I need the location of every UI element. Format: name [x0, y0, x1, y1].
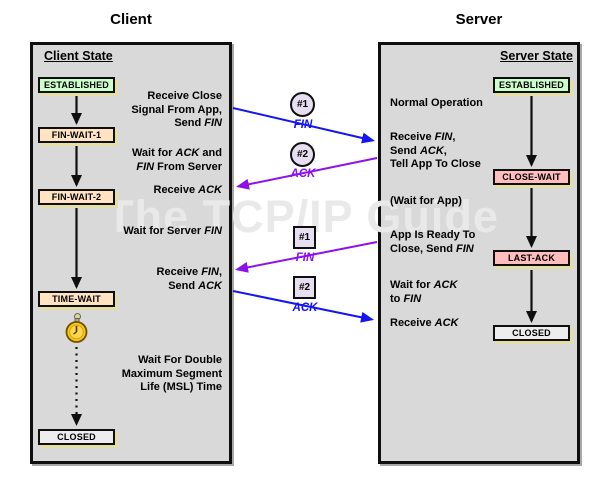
- client-note-receive-fin: Receive FIN,Send ACK: [156, 266, 222, 292]
- state-established-server: ESTABLISHED: [493, 77, 570, 93]
- server-note-wait-for-app: (Wait for App): [390, 195, 462, 207]
- server-title: Server: [455, 11, 503, 28]
- server-note-receive-ack: Receive ACK: [390, 317, 459, 329]
- client-note-wait-server-fin: Wait for Server FIN: [123, 225, 222, 237]
- client-state-header: Client State: [44, 49, 113, 63]
- server-state-header: Server State: [500, 49, 573, 63]
- fin-label-1: FIN: [293, 119, 313, 131]
- state-closed-client: CLOSED: [38, 429, 115, 445]
- segment-1-circle-badge: #1: [290, 92, 315, 117]
- state-fin-wait-2: FIN-WAIT-2: [38, 189, 115, 205]
- segment-1-square-badge: #1: [293, 226, 316, 249]
- segment-2-circle-badge: #2: [290, 142, 315, 167]
- state-close-wait: CLOSE-WAIT: [493, 169, 570, 185]
- client-note-receive-ack: Receive ACK: [153, 184, 223, 196]
- segment-2-square-badge: #2: [293, 276, 316, 299]
- fin-label-2: FIN: [295, 252, 315, 264]
- ack-label-2: ACK: [292, 302, 318, 314]
- client-title: Client: [110, 11, 152, 28]
- state-time-wait: TIME-WAIT: [38, 291, 115, 307]
- state-closed-server: CLOSED: [493, 325, 570, 341]
- client-panel: [30, 42, 232, 464]
- state-last-ack: LAST-ACK: [493, 250, 570, 266]
- ack-label-1: ACK: [290, 168, 316, 180]
- server-note-receive-fin: Receive FIN,Send ACK,Tell App To Close: [390, 131, 481, 170]
- state-established-client: ESTABLISHED: [38, 77, 115, 93]
- server-note-normal-operation: Normal Operation: [390, 97, 483, 109]
- state-fin-wait-1: FIN-WAIT-1: [38, 127, 115, 143]
- stopwatch-icon: [65, 313, 88, 343]
